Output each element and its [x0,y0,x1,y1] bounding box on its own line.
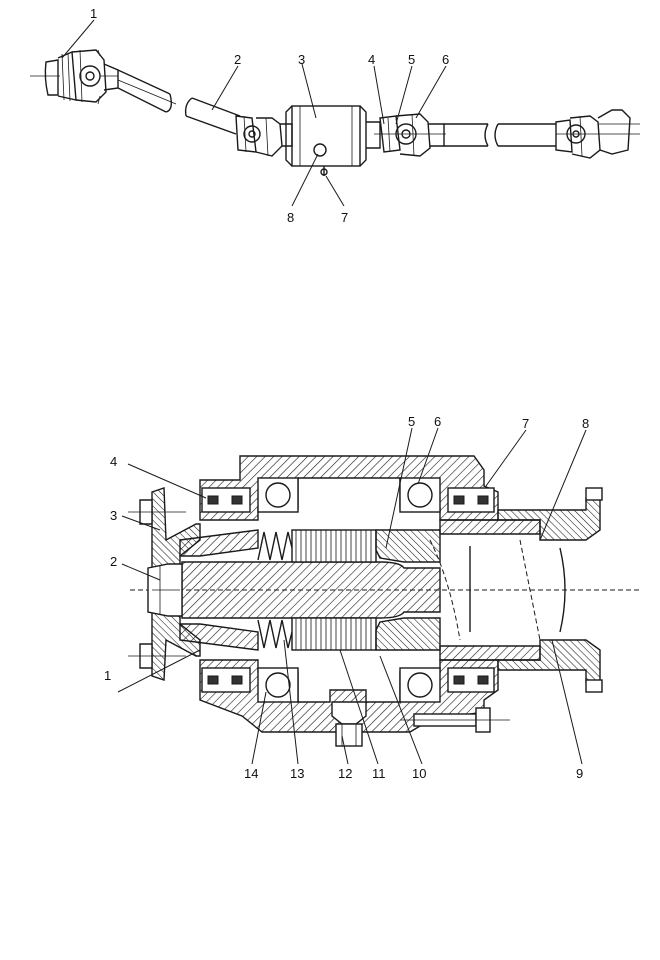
right-yoke-tube-lower [497,639,601,687]
bottom-callout-3: 3 [110,508,117,523]
bearing-right-upper [399,477,441,513]
top-callout-4: 4 [368,52,375,67]
right-flange-top [585,487,603,501]
rear-shaft-tube [444,123,556,147]
splined-bushing-lower [375,617,441,651]
seal-left-lower [201,667,251,693]
drain-plug [331,701,367,747]
splined-bushing-upper [375,529,441,563]
right-yoke-tube-upper [497,493,601,541]
bearing-right-lower [399,667,441,703]
top-leader-lines [61,19,447,207]
seal-right-upper [447,487,495,513]
drive-shaft-assembly-drawing: 1 2 3 4 5 6 7 8 [30,6,640,225]
bottom-callout-14: 14 [244,766,258,781]
bottom-callout-7: 7 [522,416,529,431]
inner-tube-lower [439,645,541,661]
inner-tube-upper [439,519,541,535]
bottom-callout-10: 10 [412,766,426,781]
intermediate-support-housing [285,105,367,176]
top-callout-1: 1 [90,6,97,21]
bottom-callout-2: 2 [110,554,117,569]
bearing-left-lower [257,667,299,703]
top-callout-2: 2 [234,52,241,67]
top-callout-3: 3 [298,52,305,67]
seal-left-upper [201,487,251,513]
hub-sleeve-upper [179,529,259,557]
bottom-callout-1: 1 [104,668,111,683]
seal-right-lower [447,667,495,693]
right-flange-bottom [585,679,603,693]
coil-spring-upper [257,531,293,561]
spline-dash-1 [429,539,461,641]
second-cardan-joint [235,115,293,157]
top-callout-5: 5 [408,52,415,67]
bottom-callout-4: 4 [110,454,117,469]
top-callout-7: 7 [341,210,348,225]
bottom-callout-13: 13 [290,766,304,781]
coil-spring-lower [257,619,293,649]
mounting-bolt [400,707,510,733]
top-callouts: 1 2 3 4 5 6 7 8 [90,6,449,225]
hub-sleeve-lower [179,623,259,651]
top-callout-6: 6 [442,52,449,67]
bottom-callout-5: 5 [408,414,415,429]
spline-dash-2 [519,539,541,641]
bearing-left-upper [257,477,299,513]
disc-pack-lower [291,617,377,651]
disc-pack-upper [291,529,377,563]
inner-tube-end [559,547,566,633]
support-sectional-drawing: 1 2 3 4 5 6 7 8 9 10 11 12 13 14 [104,414,640,781]
top-callout-8: 8 [287,210,294,225]
bottom-callout-8: 8 [582,416,589,431]
bottom-callout-11: 11 [372,766,386,781]
bottom-callout-9: 9 [576,766,583,781]
bottom-callout-6: 6 [434,414,441,429]
bottom-leader-lines [117,427,587,765]
first-shaft-tube [117,69,177,113]
rear-cardan-joint [555,109,640,159]
left-cardan-joint [30,49,119,105]
third-cardan-joint [366,113,446,157]
bottom-callouts: 1 2 3 4 5 6 7 8 9 10 11 12 13 14 [104,414,589,781]
second-shaft-tube [184,97,241,135]
main-shaft [181,561,441,619]
bottom-callout-12: 12 [338,766,352,781]
